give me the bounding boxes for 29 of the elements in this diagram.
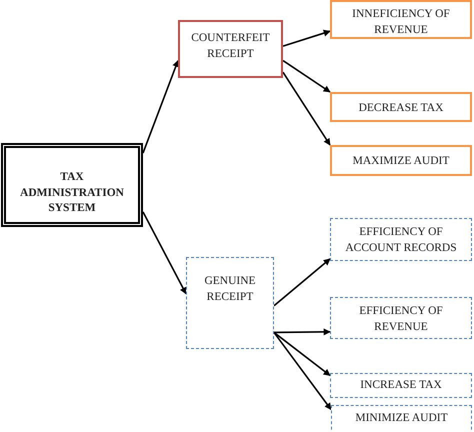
arrow [142, 60, 180, 154]
process-box [330, 297, 472, 339]
arrow [282, 30, 331, 47]
arrow [282, 60, 331, 93]
box-label: INCREASE TAX [360, 378, 442, 393]
box-label: TAX ADMINISTRATION SYSTEM [19, 170, 125, 216]
process-box [330, 92, 472, 122]
arrow [274, 328, 331, 336]
box-label: MINIMIZE AUDIT [355, 411, 448, 426]
arrow [273, 258, 331, 306]
process-box [330, 373, 472, 398]
box-label: GENUINE RECEIPT [203, 274, 257, 305]
process-box [330, 218, 472, 261]
process-box [178, 20, 283, 78]
box-label: COUNTERFEIT RECEIPT [190, 31, 271, 62]
arrow [273, 332, 332, 410]
arrow [274, 332, 331, 376]
box-label: EFFICIENCY OF REVENUE [358, 304, 444, 335]
box-label: DECREASE TAX [358, 101, 444, 116]
box-label: INNEFICIENCY OF REVENUE [351, 7, 451, 38]
process-box [330, 145, 472, 176]
arrow [282, 72, 331, 146]
arrow [142, 212, 187, 294]
process-box [330, 0, 472, 39]
process-box [186, 257, 274, 349]
system-box [1, 143, 143, 227]
box-label: MAXIMIZE AUDIT [352, 154, 450, 169]
box-label: EFFICIENCY OF ACCOUNT RECORDS [344, 225, 458, 256]
process-box [331, 405, 472, 432]
